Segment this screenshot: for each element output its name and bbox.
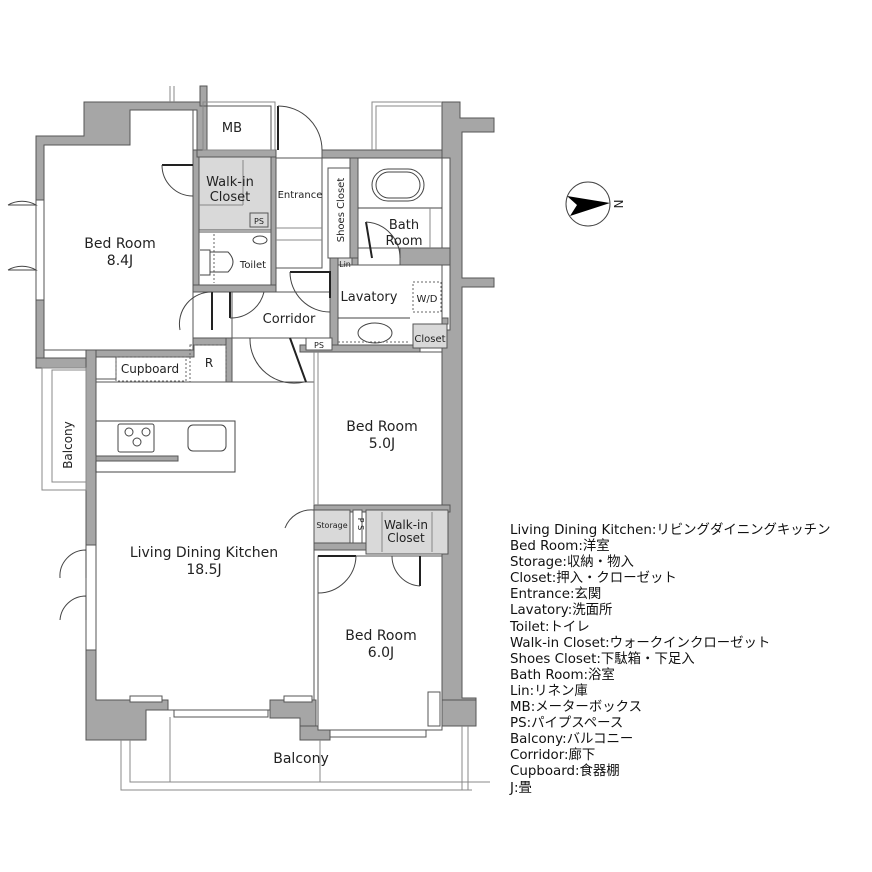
- bedroom-mid-area: [317, 351, 443, 506]
- bath-label-line1: Bath: [389, 218, 419, 233]
- legend-item: Bath Room:浴室: [510, 667, 615, 683]
- legend-item: Storage:収納・物入: [510, 555, 634, 571]
- toilet-label: Toilet: [239, 260, 266, 271]
- closet-label: Closet: [414, 334, 445, 345]
- doors: [7, 105, 421, 621]
- corridor-label: Corridor: [263, 312, 316, 327]
- shoes-closet-label: Shoes Closet: [336, 178, 347, 243]
- compass: N: [565, 181, 625, 227]
- storage-area: [313, 509, 351, 544]
- bath-label-line2: Room: [385, 234, 422, 249]
- ldk-size: 18.5J: [186, 562, 221, 578]
- balcony-main-label: Balcony: [273, 751, 329, 767]
- ps-label-2: PS: [314, 341, 324, 350]
- lin-label: Lin: [339, 260, 351, 269]
- north-arrow-icon: [567, 196, 610, 216]
- legend-item: MB:メーターボックス: [510, 700, 642, 716]
- corridor-area: [231, 291, 331, 339]
- legend-item: Balcony:バルコニー: [510, 732, 634, 748]
- legend-item: Corridor:廊下: [510, 748, 596, 764]
- rooms: [35, 86, 490, 791]
- mb-area: [206, 105, 272, 151]
- mb-label: MB: [222, 121, 242, 136]
- wd-label: W/D: [417, 294, 438, 305]
- fridge-label: R: [205, 356, 213, 370]
- legend-item: PS:パイプスペース: [510, 716, 624, 732]
- legend: Living Dining Kitchen:リビングダイニングキッチン Bed …: [510, 523, 830, 797]
- walkin-closet-2-line2: Closet: [387, 531, 425, 545]
- entrance-area: [275, 157, 323, 269]
- ldk-name: Living Dining Kitchen: [130, 545, 278, 561]
- lavatory-label: Lavatory: [341, 290, 398, 305]
- bedroom-main-size: 8.4J: [107, 253, 133, 269]
- legend-item: Living Dining Kitchen:リビングダイニングキッチン: [510, 523, 831, 538]
- stove-icon: [124, 427, 151, 447]
- bedroom-main-area: [43, 109, 194, 351]
- legend-item: J:畳: [510, 780, 532, 796]
- legend-item: Toilet:トイレ: [510, 619, 590, 635]
- balcony-side-label: Balcony: [61, 421, 75, 469]
- walkin-closet-2-line1: Walk-in: [384, 518, 428, 532]
- legend-item: Closet:押入・クローゼット: [510, 571, 677, 587]
- entrance-label: Entrance: [278, 190, 323, 201]
- closet-area: [412, 323, 448, 349]
- bath-area: [357, 157, 443, 249]
- legend-item: Cupboard:食器棚: [510, 764, 620, 780]
- compass-circle: [565, 181, 611, 227]
- legend-item: Lin:リネン庫: [510, 683, 588, 699]
- walkin-closet-1-line2: Closet: [210, 190, 251, 205]
- cupboard-label: Cupboard: [121, 362, 179, 376]
- bedroom-south-name: Bed Room: [345, 628, 416, 644]
- bedroom-main-name: Bed Room: [84, 236, 155, 252]
- legend-item: Shoes Closet:下駄箱・下足入: [510, 651, 695, 667]
- legend-item: Lavatory:洗面所: [510, 603, 613, 619]
- compass-label: N: [611, 200, 625, 209]
- legend-item: Walk-in Closet:ウォークインクローゼット: [510, 635, 771, 651]
- legend-item: Entrance:玄関: [510, 587, 602, 603]
- legend-item: Bed Room:洋室: [510, 539, 610, 555]
- storage-label: Storage: [316, 521, 347, 530]
- walkin-closet-1-line1: Walk-in: [206, 175, 254, 190]
- ps-label-3: P S: [356, 518, 365, 530]
- bedroom-south-area: [317, 555, 443, 731]
- bedroom-mid-size: 5.0J: [369, 436, 395, 452]
- bedroom-south-size: 6.0J: [368, 645, 394, 661]
- ps-label-1: PS: [254, 217, 264, 226]
- toilet-area: [198, 231, 272, 286]
- room-labels: Bed Room 8.4J MB Walk-in Closet PS Toile…: [61, 121, 446, 767]
- walkin-closet-2-area: [365, 509, 449, 555]
- bedroom-mid-name: Bed Room: [346, 419, 417, 435]
